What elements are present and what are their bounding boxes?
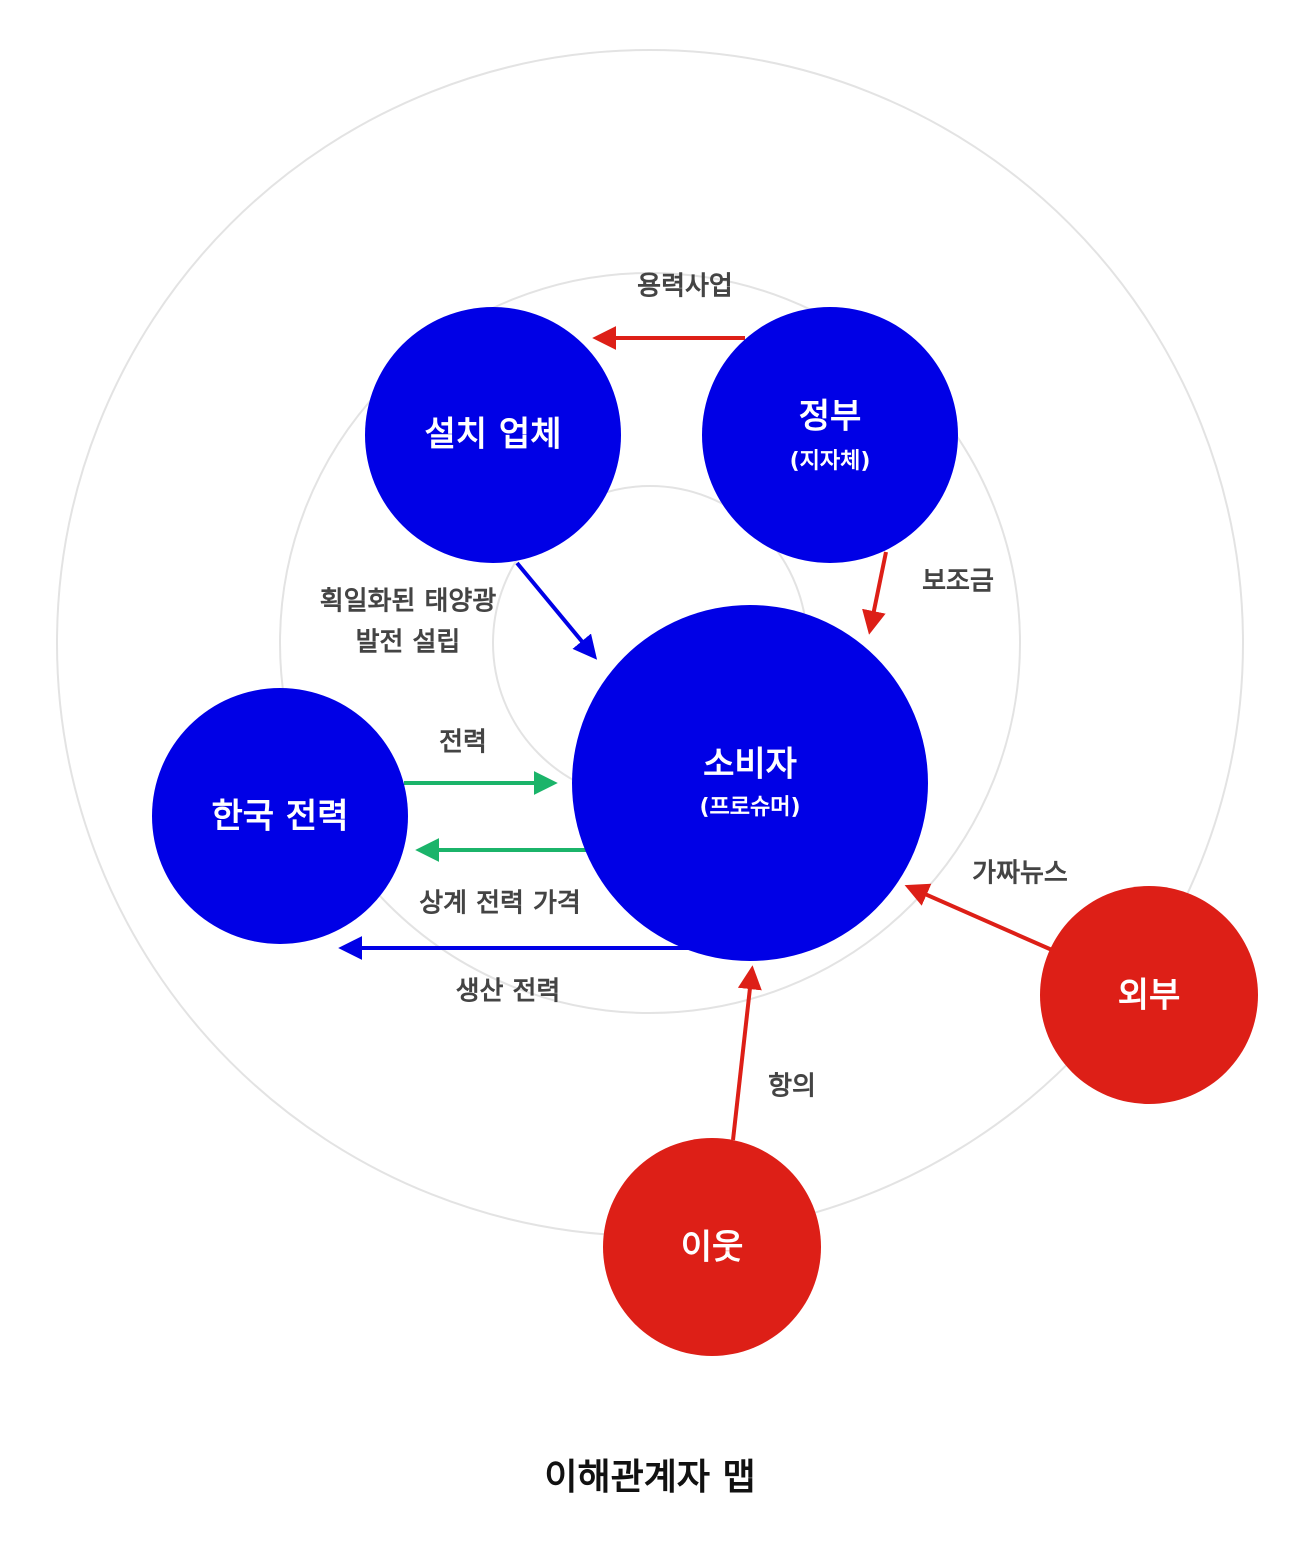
installer-label: 설치 업체 [425,415,562,455]
government-circle [702,307,958,563]
diagram-title: 이해관계자 맵 [544,1457,756,1498]
middle-ring [279,272,1021,1014]
arrow-neighbor-to-consumer [731,965,762,1141]
outside-circle [1040,886,1258,1104]
neighbor-circle [603,1138,821,1356]
label-installer-to-consumer-line2: 발전 설립 [356,628,461,658]
consumer-circle [572,605,928,961]
label-consumer-to-kepco-production: 생산 전력 [456,977,561,1007]
label-installer-to-consumer-line1: 획일화된 태양광 [320,587,497,617]
edge-labels: 용력사업 보조금 획일화된 태양광 발전 설립 전력 상계 전력 가격 생산 전… [320,272,1068,1102]
label-neighbor-to-consumer: 항의 [768,1072,816,1102]
arrow-outside-to-consumer [904,883,1053,952]
consumer-sublabel: (프로슈머) [699,795,800,820]
node-neighbor[interactable]: 이웃 [603,1138,821,1356]
label-kepco-to-consumer: 전력 [439,728,487,758]
label-gov-to-installer: 용력사업 [637,272,733,302]
consumer-label: 소비자 [703,745,797,785]
relationship-arrows [338,326,1053,1141]
node-government[interactable]: 정부 (지자체) [702,307,958,563]
government-sublabel: (지자체) [790,449,871,474]
node-outside[interactable]: 외부 [1040,886,1258,1104]
outside-label: 외부 [1118,976,1181,1016]
label-outside-to-consumer: 가짜뉴스 [972,859,1068,889]
installer-circle [365,307,621,563]
label-consumer-to-kepco-price: 상계 전력 가격 [419,889,581,919]
node-kepco[interactable]: 한국 전력 [152,688,408,944]
government-label: 정부 [799,397,862,437]
arrow-installer-to-consumer [515,561,598,660]
kepco-label: 한국 전력 [212,797,349,837]
kepco-circle [152,688,408,944]
node-consumer[interactable]: 소비자 (프로슈머) [572,605,928,961]
neighbor-label: 이웃 [681,1228,744,1268]
arrow-gov-to-consumer [862,551,888,635]
node-installer[interactable]: 설치 업체 [365,307,621,563]
label-gov-to-consumer: 보조금 [922,567,994,597]
